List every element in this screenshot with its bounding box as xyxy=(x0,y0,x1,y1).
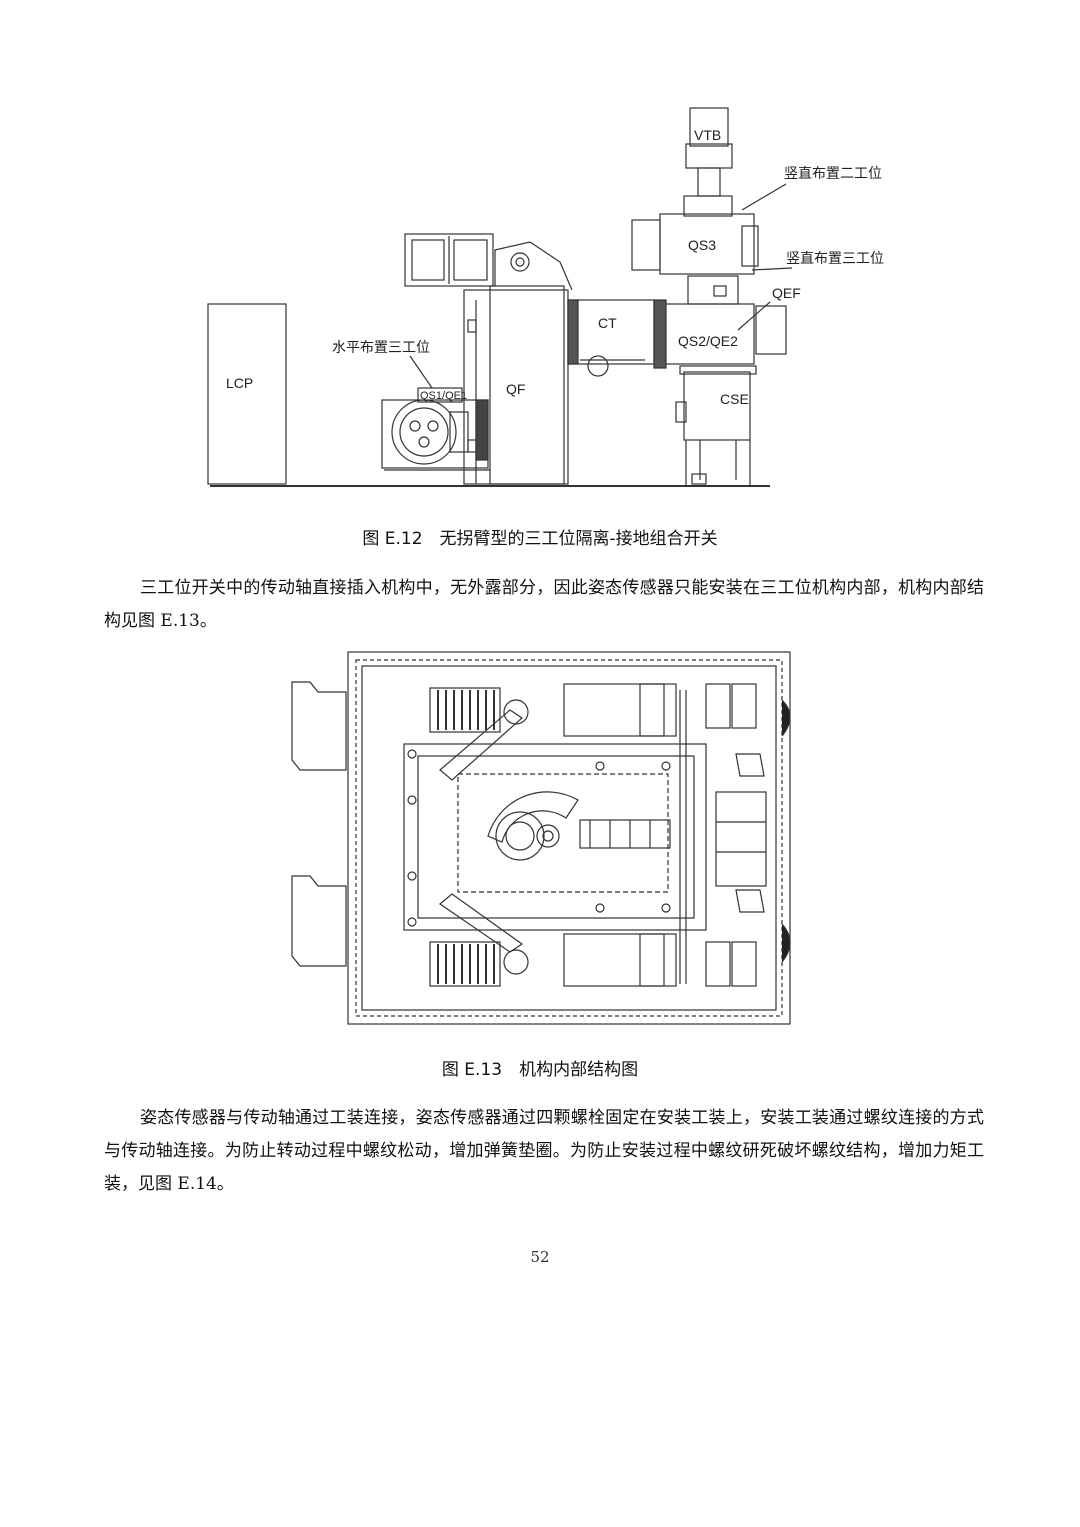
figure-e12-drawing: VTB 竖直布置二工位 QS3 竖直布置三工位 QEF CT QS2/QE2 水… xyxy=(207,107,884,487)
label-ct: CT xyxy=(598,315,617,331)
vtb-box xyxy=(689,107,729,147)
label-vtb: VTB xyxy=(694,127,721,143)
figure-e12-caption: 图 E.12 无拐臂型的三工位隔离-接地组合开关 xyxy=(362,529,718,549)
label-horizontal-three: 水平布置三工位 xyxy=(332,339,430,355)
drive-shaft xyxy=(495,811,545,861)
label-qs3: QS3 xyxy=(688,237,716,253)
label-vertical-two: 竖直布置二工位 xyxy=(784,165,882,181)
ct-section xyxy=(567,299,655,365)
cam-arc xyxy=(487,791,579,843)
qs1qe1-disc xyxy=(391,399,457,465)
left-box-bottom xyxy=(291,875,347,967)
lcp-cabinet xyxy=(207,303,287,485)
main-frame xyxy=(403,743,707,931)
label-cse: CSE xyxy=(720,391,749,407)
label-qs1qe1: QS1/QE1 xyxy=(420,390,467,402)
control-box xyxy=(404,233,494,287)
figure-e13-drawing xyxy=(291,651,791,1025)
label-qs2qe2: QS2/QE2 xyxy=(678,333,738,349)
label-lcp: LCP xyxy=(226,375,253,391)
label-qf: QF xyxy=(506,381,525,397)
left-box-top xyxy=(291,681,347,771)
cse-chamber xyxy=(683,371,751,441)
label-vertical-three: 竖直布置三工位 xyxy=(786,250,884,266)
enclosure-outer xyxy=(347,651,791,1025)
paragraph-1: 三工位开关中的传动轴直接插入机构中，无外露部分，因此姿态传感器只能安装在三工位机… xyxy=(104,578,984,631)
paragraph-2: 姿态传感器与传动轴通过工装连接，姿态传感器通过四颗螺栓固定在安装工装上，安装工装… xyxy=(104,1108,984,1194)
label-qef: QEF xyxy=(772,285,801,301)
page-number: 52 xyxy=(530,1248,550,1266)
figure-e13-caption: 图 E.13 机构内部结构图 xyxy=(441,1060,639,1080)
